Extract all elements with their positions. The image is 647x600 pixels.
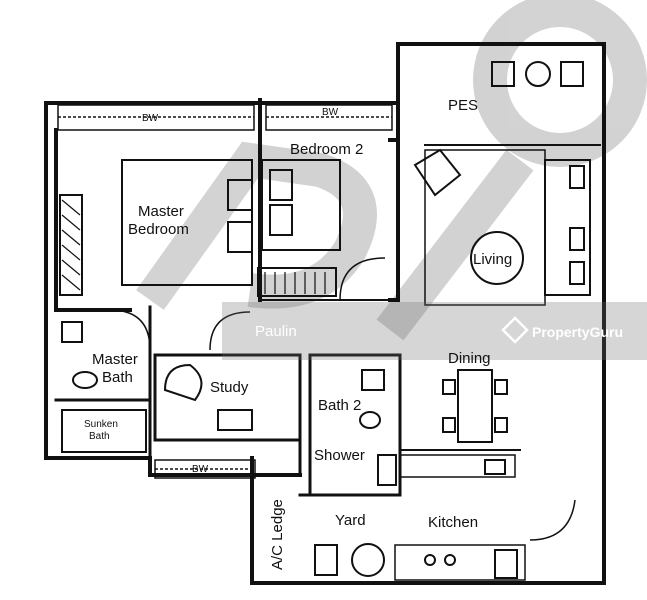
living-rug — [424, 149, 546, 306]
bed-2 — [261, 159, 341, 251]
label-bw-master: BW — [142, 113, 159, 124]
coffee-table — [470, 231, 524, 285]
furniture — [59, 61, 591, 581]
label-bath-2: Bath 2 — [318, 397, 361, 414]
label-master-bath-1: Master — [92, 351, 138, 368]
sunken-bath — [61, 409, 147, 453]
label-bw-bedroom2: BW — [322, 107, 339, 118]
bed2-wardrobe — [257, 267, 337, 297]
walls — [44, 42, 606, 585]
label-sunken-bath-2: Bath — [89, 431, 110, 442]
master-wardrobe — [59, 194, 83, 296]
label-shower: Shower — [314, 447, 365, 464]
logo-watermark — [136, 0, 647, 341]
watermark-band — [222, 302, 647, 360]
label-yard: Yard — [335, 512, 366, 529]
brand-watermark: PropertyGuru — [532, 324, 623, 340]
label-ac-ledge: A/C Ledge — [269, 499, 286, 570]
label-master-bedroom-1: Master — [138, 203, 184, 220]
bay-windows — [57, 104, 393, 479]
dining-table — [457, 369, 493, 443]
label-dining: Dining — [448, 350, 491, 367]
label-living: Living — [473, 251, 512, 268]
agent-watermark: Paulin — [255, 323, 297, 340]
label-pes: PES — [448, 97, 478, 114]
label-sunken-bath-1: Sunken — [84, 419, 118, 430]
label-bedroom-2: Bedroom 2 — [290, 141, 363, 158]
label-kitchen: Kitchen — [428, 514, 478, 531]
label-bw-study: BW — [192, 464, 209, 475]
label-study: Study — [210, 379, 249, 396]
label-master-bedroom-2: Bedroom — [128, 221, 189, 238]
propertyguru-logo-icon — [501, 316, 529, 344]
label-master-bath-2: Bath — [102, 369, 133, 386]
